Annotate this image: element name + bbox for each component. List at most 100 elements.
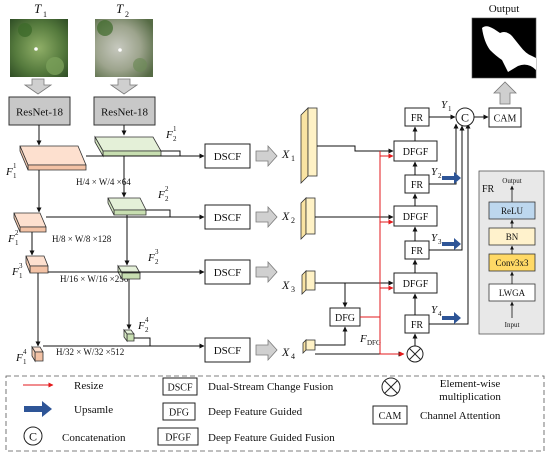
svg-text:F: F [15,352,23,364]
svg-text:C: C [29,430,37,444]
svg-text:3: 3 [19,262,23,270]
svg-text:BN: BN [506,232,519,242]
svg-text:multiplication: multiplication [439,391,501,403]
x4-feature [302,339,316,354]
svg-text:DFG: DFG [335,313,355,324]
legend-cam-icon [372,405,408,425]
legend-upsample-icon [24,401,52,417]
resize-paths [360,151,405,357]
fr-block-3: FR [404,240,430,260]
y1-label: Y [441,99,449,111]
svg-text:DSCF: DSCF [167,383,192,394]
svg-text:FR: FR [411,246,424,257]
dfgf-block-2: DFGF [393,205,438,227]
svg-text:1: 1 [448,105,452,113]
svg-text:2: 2 [155,258,159,266]
y3-label: Y [431,232,439,244]
backbone-label: ResNet-18 [101,107,149,119]
t2-sub: 2 [125,10,129,19]
svg-text:ReLU: ReLU [501,206,523,216]
svg-text:F: F [7,233,15,245]
svg-text:2: 2 [438,172,442,180]
up-arrow-icon [493,81,517,105]
svg-text:F: F [5,166,13,178]
multiply-node [406,345,424,363]
svg-text:CAM: CAM [379,411,402,422]
f1-level2: F 1 2 H/8 × W/8 ×128 [7,212,112,247]
svg-text:1: 1 [15,239,19,247]
f1-level3: F 1 3 H/16 × W/16 ×256 [11,255,129,284]
svg-text:4: 4 [438,310,442,318]
input-t1: T 1 [10,1,68,77]
upsample-arrow-icon [442,172,461,184]
svg-text:Deep Feature Guided Fusion: Deep Feature Guided Fusion [208,432,335,444]
svg-text:F: F [157,189,165,201]
x3-label: X [281,278,290,292]
backbone-label: ResNet-18 [16,107,64,119]
svg-text:DSCF: DSCF [214,212,242,224]
f1-level1: F 1 1 H/4 × W/4 ×64 [5,145,131,187]
dim-label: H/4 × W/4 ×64 [76,177,131,187]
svg-text:Resize: Resize [74,380,103,392]
fr-detail-input: Input [505,321,520,329]
right-arrow-icon [255,260,278,284]
x2-label: X [281,209,290,223]
backbone-t1: ResNet-18 [8,96,71,126]
f2-level2: F 2 2 [107,185,169,216]
svg-text:2: 2 [15,229,19,237]
fr-detail-panel: FR Output Input ReLU BN Conv3x3 LWGA [478,170,545,335]
cam-block: CAM [488,107,522,128]
svg-text:Conv3x3: Conv3x3 [495,258,529,268]
right-arrow-icon [255,144,278,168]
dscf-block-3: DSCF [204,259,251,285]
svg-text:DSCF: DSCF [214,267,242,279]
dfgf-block-1: DFGF [393,140,438,162]
output-label: Output [489,3,520,15]
svg-text:4: 4 [23,348,27,356]
svg-text:FR: FR [411,113,424,124]
f1-level4: F 1 4 H/32 × W/32 ×512 [15,345,124,366]
legend-multiply-icon [381,377,401,397]
dscf-block-4: DSCF [204,337,251,363]
fr-detail-output: Output [502,177,522,185]
svg-text:4: 4 [291,352,295,361]
down-arrow-icon [23,78,53,95]
f2-level4: F 2 4 [123,316,149,343]
legend: Resize Upsamle C Concatenation DSCF Dual… [5,375,545,452]
svg-text:DFGF: DFGF [403,147,429,158]
fr-block-2: FR [404,174,430,194]
svg-text:F: F [137,320,145,332]
svg-text:DFGF: DFGF [165,433,191,444]
svg-text:2: 2 [165,185,169,193]
svg-text:3: 3 [291,285,295,294]
svg-text:DFG: DFG [169,408,189,419]
svg-text:3: 3 [155,248,159,256]
t1-sub: 1 [43,10,47,19]
legend-dfgf-icon [157,427,199,446]
svg-text:1: 1 [23,358,27,366]
svg-text:2: 2 [145,326,149,334]
down-arrow-icon [109,78,139,95]
legend-dscf-icon [162,377,198,396]
y4-label: Y [431,304,439,316]
svg-text:1: 1 [19,272,23,280]
right-arrow-icon [255,205,278,229]
svg-text:1: 1 [13,172,17,180]
svg-text:Dual-Stream Change Fusion: Dual-Stream Change Fusion [208,381,334,393]
concat-node: C [455,107,475,127]
x1-feature [300,107,318,184]
fr-block-1: FR [404,107,430,127]
svg-text:F: F [147,252,155,264]
dim-label: H/16 × W/16 ×256 [60,274,129,284]
x1-label: X [281,147,290,161]
f2-level1: F 2 1 [94,125,177,158]
dfg-block: DFG [329,307,361,327]
svg-text:F: F [165,129,173,141]
svg-text:Deep Feature Guided: Deep Feature Guided [208,406,303,418]
svg-text:CAM: CAM [494,114,517,125]
f2-level3: F 2 3 [117,248,159,281]
svg-text:1: 1 [13,162,17,170]
svg-text:2: 2 [291,216,295,225]
svg-text:1: 1 [173,125,177,133]
